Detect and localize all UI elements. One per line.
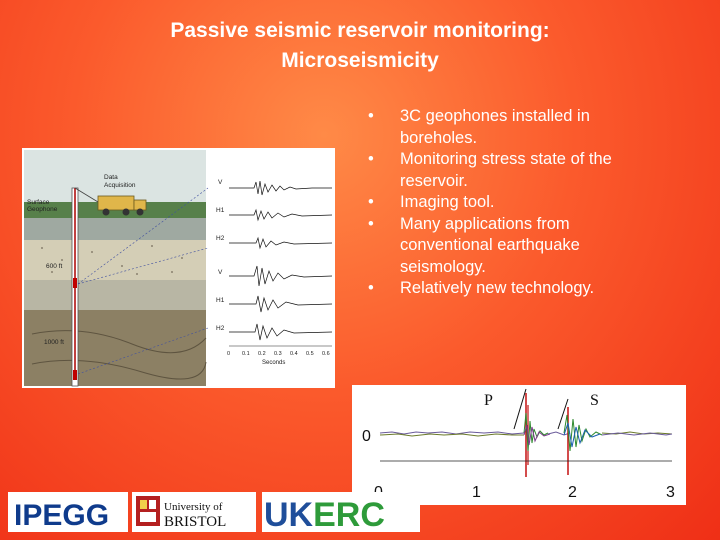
surface-geophone-label-1: Surface <box>27 199 50 206</box>
bullet-dot: • <box>368 193 374 211</box>
sandstone-layer <box>24 240 206 280</box>
x-tick: 3 <box>666 484 675 501</box>
s-wave-label: S <box>590 392 599 409</box>
p-wave-label: P <box>484 392 493 409</box>
logos-bar: IPEGG University of BRISTOL UKERC <box>8 492 420 534</box>
trace-label: V <box>218 179 223 186</box>
s-wave-arrival <box>563 407 603 475</box>
trace-waveform <box>229 323 333 341</box>
ipegg-logo-background <box>8 492 128 532</box>
p-arrow <box>513 388 527 430</box>
axis-title: Seconds <box>262 360 285 366</box>
bullet-list: • 3C geophones installed in boreholes. •… <box>362 106 707 300</box>
axis-tick: 0 <box>227 351 230 357</box>
s-arrow <box>557 398 569 430</box>
trace-label: H1 <box>216 297 225 304</box>
bullet-dot: • <box>368 150 374 168</box>
truck-icon <box>97 195 147 216</box>
data-acquisition-label-1: Data <box>104 174 118 181</box>
bullet-line: Relatively new technology. <box>400 279 595 297</box>
trace-waveform <box>229 265 333 287</box>
background-noise-trace <box>379 431 525 435</box>
seismogram-plot: 0 P S 0 1 2 3 <box>352 385 686 505</box>
axis-tick: 0.3 <box>274 351 282 357</box>
ukerc-logo-uk: UK <box>264 496 314 534</box>
ukerc-logo-background <box>262 492 420 532</box>
ipegg-logo: IPEGG <box>14 499 109 532</box>
bullet-line: Many applications from <box>400 214 570 233</box>
bullet-dot: • <box>368 107 374 125</box>
tail-trace <box>601 432 673 436</box>
ukerc-logo-erc: ERC <box>313 496 385 534</box>
axis-tick: 0.4 <box>290 351 298 357</box>
background-noise-trace <box>379 433 524 437</box>
title-line-2: Microseismicity <box>281 49 439 72</box>
geophone-upper <box>73 278 77 288</box>
trace-label: H1 <box>216 207 225 214</box>
depth-label-1000: 1000 ft <box>44 339 64 346</box>
cross-section: Data Acquisition Surface Geophone 600 ft… <box>24 150 209 387</box>
depth-label-600: 600 ft <box>46 263 62 270</box>
uob-logo-line-1: University of <box>164 501 223 513</box>
trace-waveform <box>229 180 332 196</box>
p-wave-arrival <box>523 393 551 477</box>
uob-logo-line-2: BRISTOL <box>164 514 226 530</box>
bullet-item: • 3C geophones installed in boreholes. <box>362 106 707 149</box>
bullet-item: • Relatively new technology. <box>362 278 707 300</box>
axis-tick: 0.6 <box>322 351 330 357</box>
coda-trace <box>547 431 571 436</box>
bullet-item: • Imaging tool. <box>362 192 707 214</box>
uob-crest-icon <box>136 496 160 526</box>
x-tick: 2 <box>568 484 577 501</box>
bullet-item: • Many applications from conventional ea… <box>362 214 707 279</box>
trace-label: V <box>218 269 223 276</box>
ukerc-logo: UKERC <box>264 496 385 534</box>
deep-rock-layer <box>24 310 206 386</box>
bullet-line: boreholes. <box>400 128 478 147</box>
seismic-traces: V H1 H2 V H1 H2 0 0.1 0.2 0.3 0.4 0.5 0.… <box>216 179 333 366</box>
bullet-dot: • <box>368 214 374 233</box>
trace-waveform <box>229 295 333 313</box>
bullet-item: • Monitoring stress state of the reservo… <box>362 149 707 192</box>
trace-waveform <box>229 208 333 222</box>
axis-tick: 0.5 <box>306 351 314 357</box>
trace-label: H2 <box>216 235 225 242</box>
geophone-lower <box>73 370 77 380</box>
slide-title: Passive seismic reservoir monitoring: Mi… <box>0 16 720 76</box>
trace-label: H2 <box>216 325 225 332</box>
x-tick: 1 <box>472 484 481 501</box>
bullet-line: Imaging tool. <box>400 193 495 211</box>
bullet-line: reservoir. <box>400 171 468 190</box>
bullet-dot: • <box>368 279 374 297</box>
axis-tick: 0.2 <box>258 351 266 357</box>
ray-paths <box>77 187 209 375</box>
bullet-line: conventional earthquake <box>400 236 580 254</box>
surface-geophone-label-2: Geophone <box>27 206 58 213</box>
seismogram-background <box>352 385 686 505</box>
data-acquisition-label-2: Acquisition <box>104 182 136 189</box>
borehole-diagram: Data Acquisition Surface Geophone 600 ft… <box>22 148 335 388</box>
bullet-line: 3C geophones installed in <box>400 107 590 125</box>
waveform-traces <box>379 393 673 477</box>
title-line-1: Passive seismic reservoir monitoring: <box>170 19 550 42</box>
seismogram-y-label: 0 <box>362 428 371 445</box>
bullet-line: seismology. <box>400 257 486 276</box>
axis-tick: 0.1 <box>242 351 250 357</box>
trace-waveform <box>229 236 333 250</box>
bullet-line: Monitoring stress state of the <box>400 150 612 168</box>
